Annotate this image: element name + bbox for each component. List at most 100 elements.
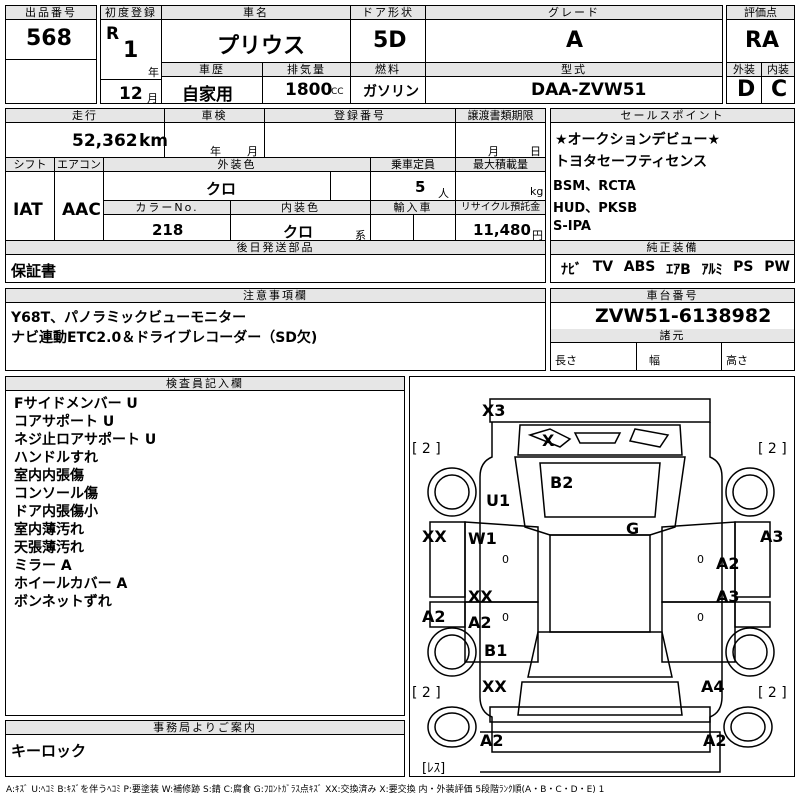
mileage: 52,362 (72, 131, 138, 151)
color-box: 外装色 クロ (103, 157, 371, 201)
interior-color-unit: 系 (355, 229, 366, 242)
history-box: 車歴 自家用 (161, 62, 263, 105)
model-label: 型式 (426, 63, 722, 77)
notes-line: ナビ連動ETC2.0＆ドライブレコーダー（SD欠) (11, 330, 318, 346)
damage-mark: A4 (701, 677, 725, 696)
tire-mark: [ 2 ] (758, 685, 787, 701)
displacement-box: 排気量 1800 CC (262, 62, 351, 104)
recycle-fee: 11,480 (473, 221, 531, 239)
inspector-line: ホイールカバー A (14, 576, 128, 592)
color-number: 218 (152, 221, 184, 239)
year-unit: 年 (148, 66, 159, 79)
equipment-label: 純正装備 (551, 241, 794, 255)
damage-mark: A2 (703, 731, 727, 750)
exterior-score: D (737, 77, 756, 102)
interior-color-label: 内装色 (231, 201, 370, 215)
damage-mark: XX (468, 587, 493, 606)
registration-number-box: 登録番号 (264, 108, 456, 158)
door: 5D (373, 28, 407, 53)
displacement-label: 排気量 (263, 63, 350, 77)
car-name-label: 車名 (162, 6, 350, 20)
score-label: 評価点 (727, 6, 794, 20)
damage-mark: XX (482, 677, 507, 696)
inspector-line: ミラー A (14, 558, 72, 574)
inspection-year-unit: 年 (210, 145, 221, 158)
spec-height: 高さ (726, 354, 748, 367)
interior-color: クロ (283, 223, 314, 241)
zero-mark: 0 (697, 611, 704, 624)
inspector-line: ドア内張傷小 (14, 504, 98, 520)
delivery-parts: 保証書 (11, 262, 57, 280)
transfer-day-unit: 日 (530, 145, 541, 158)
color-number-label: カラーNo. (104, 201, 230, 215)
damage-mark: A2 (468, 613, 492, 632)
door-box: ドア形状 5D (350, 5, 426, 63)
spec-length: 長さ (555, 354, 577, 367)
equipment-item: PW (764, 259, 790, 275)
history: 自家用 (182, 85, 233, 105)
inspector-box: 検査員記入欄 Fサイドメンバー U コアサポート U ネジ止ロアサポート U ハ… (5, 376, 405, 716)
max-load-unit: kg (530, 185, 544, 198)
sales-line: トヨタセーフティセンス (555, 154, 708, 170)
notes-box: 注意事項欄 Y68T、パノラミックビューモニター ナビ連動ETC2.0＆ドライブ… (5, 288, 546, 371)
transfer-deadline-box: 譲渡書類期限 月 日 (455, 108, 546, 158)
lot-number-label: 出品番号 (6, 6, 96, 20)
transfer-month-unit: 月 (488, 145, 499, 158)
inspector-line: Fサイドメンバー U (14, 396, 138, 412)
damage-mark: X (542, 431, 555, 450)
displacement-unit: CC (331, 87, 344, 97)
ac-box: エアコン AAC (54, 157, 104, 241)
transfer-deadline-label: 譲渡書類期限 (456, 109, 545, 123)
office-box: 事務局よりご案内 キーロック (5, 720, 405, 777)
equipment-box: 純正装備 ﾅﾋﾞ TV ABS ｴｱB ｱﾙﾐ PS PW (550, 240, 795, 283)
zero-mark: 0 (502, 553, 509, 566)
tire-mark: [ 2 ] (412, 685, 441, 701)
tire-mark: [ 2 ] (412, 441, 441, 457)
car-name: プリウス (217, 34, 306, 59)
inspector-line: 天張薄汚れ (14, 540, 84, 556)
score-box: 評価点 RA (726, 5, 795, 63)
sales-line: HUD、PKSB (553, 201, 638, 216)
interior-label: 内装 (762, 63, 794, 77)
car-outline-drawing (427, 398, 775, 773)
equipment-item: ﾅﾋﾞ (561, 262, 582, 278)
fuel: ガソリン (363, 84, 419, 100)
reg-month: 12 (119, 84, 143, 104)
first-registration-box: 初度登録 R 1 年 12 月 (100, 5, 162, 105)
lot-blank-box (5, 59, 97, 104)
car-diagram: X3 X B2 U1 G XX W1 A3 A2 XX A3 A2 A2 B1 … (409, 376, 795, 777)
registration-number-label: 登録番号 (265, 109, 455, 123)
damage-mark: A2 (480, 731, 504, 750)
max-load-label: 最大積載量 (456, 158, 545, 172)
chassis-label: 車台番号 (551, 289, 794, 303)
spare-tire-mark: [ﾚｽ] (422, 761, 446, 776)
specs-label: 諸元 (551, 329, 794, 343)
notes-label: 注意事項欄 (6, 289, 545, 303)
damage-mark: X3 (482, 401, 506, 420)
damage-mark: A3 (760, 527, 784, 546)
color-label: 外装色 (104, 158, 370, 172)
damage-mark: B1 (484, 641, 508, 660)
inspection-month-unit: 月 (247, 145, 258, 158)
lot-number-box: 出品番号 568 (5, 5, 97, 60)
damage-mark: G (626, 519, 640, 538)
interior-color-box: 内装色 クロ 系 (230, 200, 371, 242)
inspector-line: ボンネットずれ (14, 594, 112, 610)
exterior-label: 外装 (727, 63, 761, 77)
mileage-box: 走行 52,362 km (5, 108, 169, 158)
equipment-list: ﾅﾋﾞ TV ABS ｴｱB ｱﾙﾐ PS PW (561, 259, 790, 279)
history-label: 車歴 (162, 63, 262, 77)
ac-label: エアコン (55, 158, 103, 172)
inspection-label: 車検 (165, 109, 264, 123)
model: DAA-ZVW51 (531, 80, 647, 100)
sales-points-box: セールスポイント ★オークションデビュー★ トヨタセーフティセンス BSM、RC… (550, 108, 795, 241)
spec-width: 幅 (649, 354, 660, 367)
sales-points-label: セールスポイント (551, 109, 794, 123)
grade: A (566, 28, 584, 53)
recycle-unit: 円 (532, 229, 543, 242)
legend: A:ｷｽﾞ U:ﾍｺﾐ B:ｷｽﾞを伴うﾍｺﾐ P:要塗装 W:補修跡 S:錆 … (6, 785, 605, 795)
mileage-unit: km (139, 131, 169, 151)
inspection-box: 車検 年 月 (164, 108, 265, 158)
interior-box: 内装 C (761, 62, 795, 104)
damage-mark: A2 (716, 554, 740, 573)
